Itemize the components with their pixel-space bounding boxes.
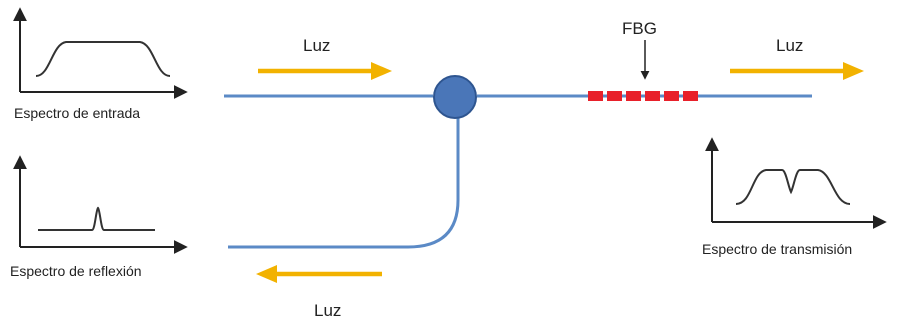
reflection-spectrum-plot: Espectro de reflexión	[10, 155, 188, 279]
reflection-spectrum-label: Espectro de reflexión	[10, 263, 142, 279]
light-reflected-arrow	[256, 265, 382, 283]
light-reflected-label: Luz	[314, 301, 341, 320]
light-out-label: Luz	[776, 36, 803, 55]
light-in-arrow	[258, 62, 392, 80]
reflection-fiber	[228, 117, 460, 249]
coupler-node	[433, 75, 477, 119]
transmission-spectrum-label: Espectro de transmisión	[702, 241, 852, 257]
transmission-spectrum-curve	[735, 169, 851, 205]
input-spectrum-plot: Espectro de entrada	[13, 7, 188, 121]
reflection-spectrum-curve	[38, 206, 155, 231]
transmission-spectrum-plot: Espectro de transmisión	[702, 137, 887, 257]
light-in-label: Luz	[303, 36, 330, 55]
optical-fibers	[224, 94, 812, 249]
input-spectrum-label: Espectro de entrada	[14, 105, 140, 121]
fbg-label: FBG	[622, 19, 657, 38]
light-out-arrow	[730, 62, 864, 80]
input-spectrum-curve	[35, 41, 171, 77]
